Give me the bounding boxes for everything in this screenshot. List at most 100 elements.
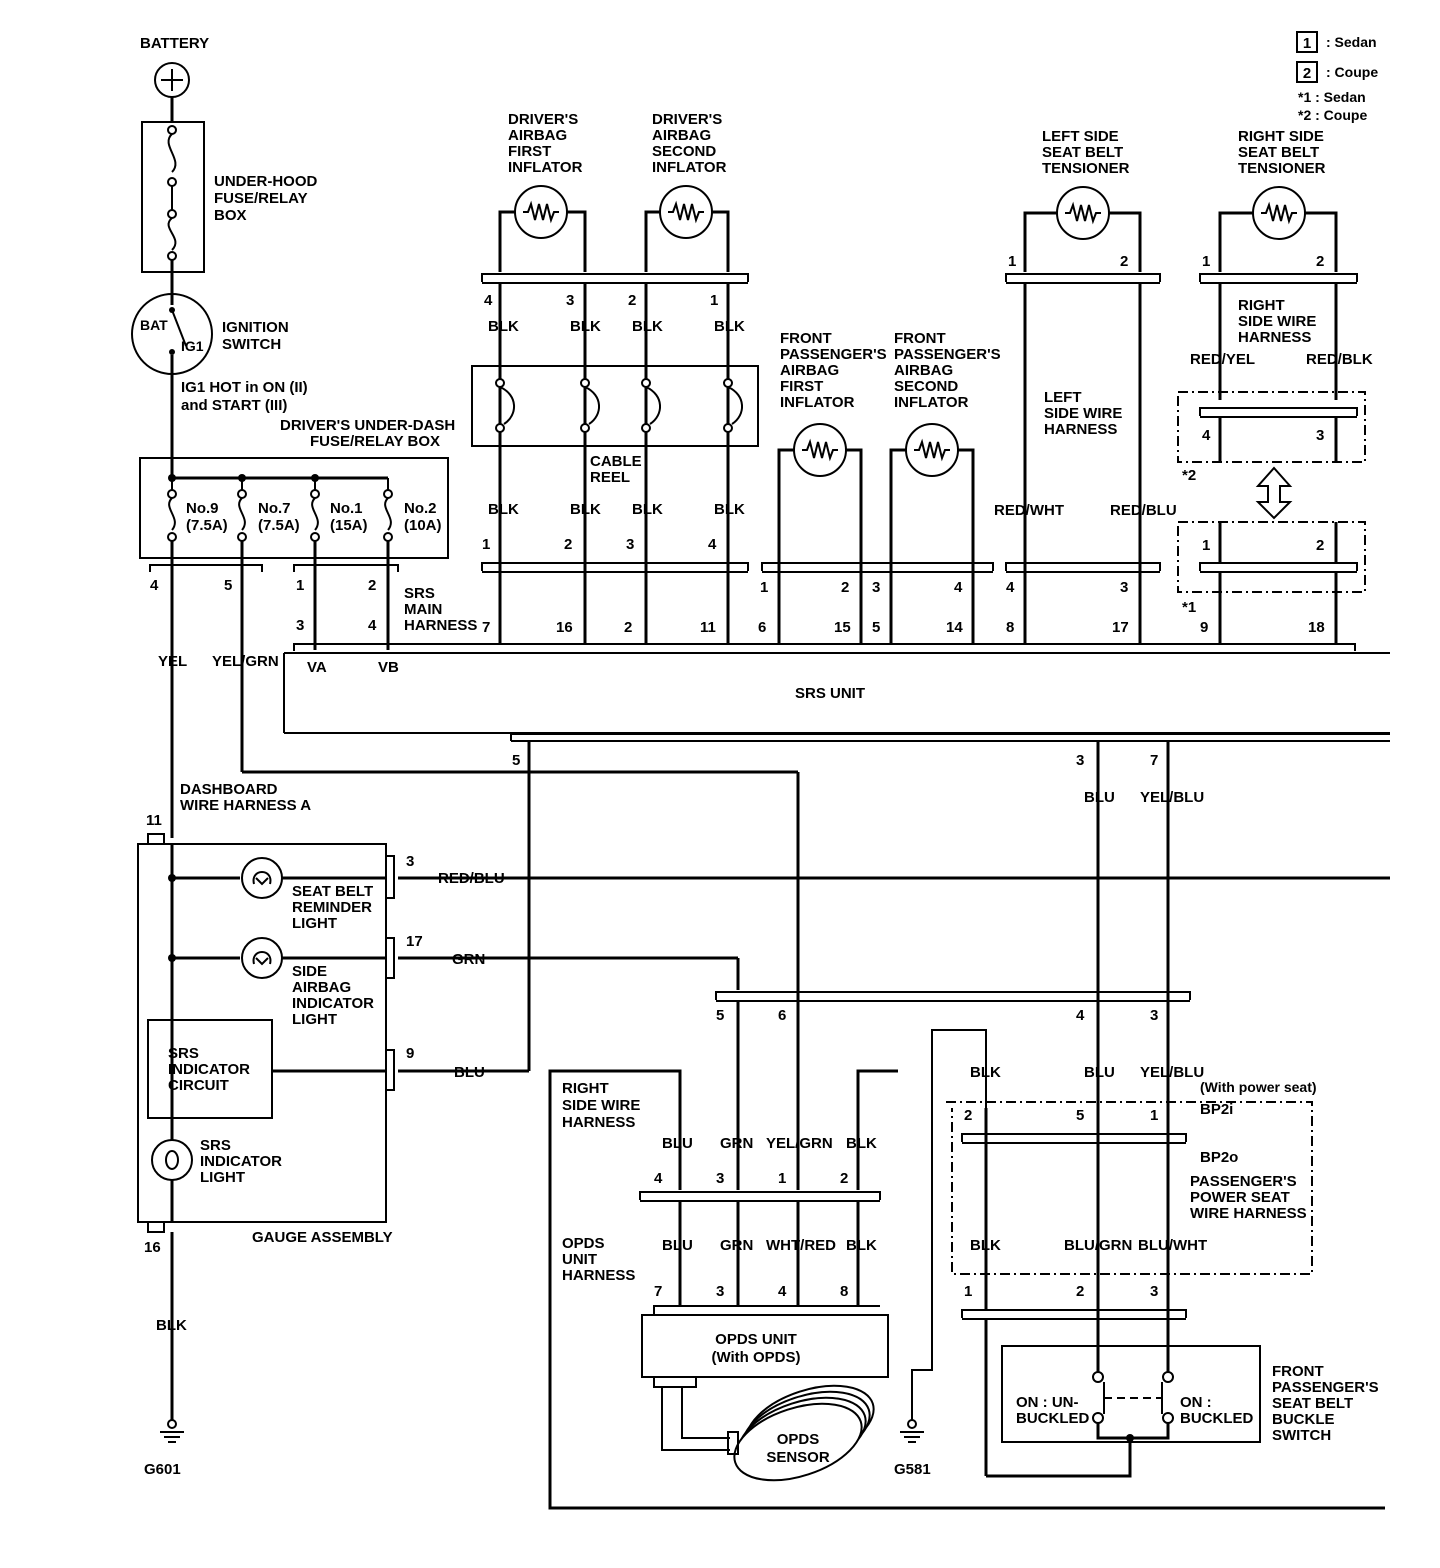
pin-3d: 3 [626, 536, 634, 553]
legend-box-1 [1296, 31, 1318, 53]
mid-connector [715, 991, 1191, 1000]
srs-indicator-light [151, 1139, 193, 1181]
wire-blk-7: BLK [632, 501, 663, 518]
rsw-harness-3: HARNESS [562, 1114, 635, 1131]
legend-box-2-label: : Coupe [1326, 64, 1378, 80]
opds-harness-2: UNIT [562, 1251, 597, 1268]
ig1-hot-2: and START (III) [181, 397, 287, 414]
wire-red-yel: RED/YEL [1190, 351, 1255, 368]
wire-blu-1: BLU [1084, 789, 1115, 806]
circuit-2: INDICATOR [168, 1061, 250, 1078]
pin-1d: 1 [482, 536, 490, 553]
wire-blk-8: BLK [714, 501, 745, 518]
pin-3h: 3 [1076, 752, 1084, 769]
fuse-no9 [167, 478, 177, 565]
pin-11a: 11 [700, 619, 716, 636]
pin-9b: 9 [406, 1045, 414, 1062]
wire-yel: YEL [158, 653, 187, 670]
srs-main-label-2: MAIN [404, 601, 442, 618]
pin-1f: 1 [1008, 253, 1016, 270]
wire-blk-2: BLK [570, 318, 601, 335]
with-power-seat: (With power seat) [1200, 1079, 1317, 1095]
buckle-label-4: BUCKLE [1272, 1411, 1335, 1428]
wire-blk-13: BLK [970, 1237, 1001, 1254]
pass-second-4: SECOND [894, 378, 958, 395]
ground-g581-icon [900, 1419, 924, 1443]
cable-reel [471, 365, 759, 447]
pin-1: 1 [296, 577, 304, 594]
wire-red-blu-1: RED/BLU [1110, 502, 1177, 519]
pin-14a: 14 [946, 619, 963, 636]
seatbelt-2: REMINDER [292, 899, 372, 916]
opds-harness-1: OPDS [562, 1235, 605, 1252]
pin-3: 3 [296, 617, 304, 634]
driver-second-inflator [644, 185, 730, 272]
wire-yel-blu-1: YEL/BLU [1140, 789, 1204, 806]
pin-8b: 8 [840, 1283, 848, 1300]
power-seat-3: WIRE HARNESS [1190, 1205, 1307, 1222]
ground-g581: G581 [894, 1461, 931, 1478]
pin-4j: 4 [778, 1283, 787, 1300]
buckle-label-3: SEAT BELT [1272, 1395, 1353, 1412]
dash-fuse-label-2: FUSE/RELAY BOX [310, 433, 440, 450]
wire-blu-grn: BLU/GRN [1064, 1237, 1132, 1254]
ignition-bat: BAT [140, 317, 168, 333]
pin-3e: 3 [872, 579, 880, 596]
fuse-no7-name: No.7 [258, 500, 291, 517]
opds-sensor-1: OPDS [777, 1431, 820, 1448]
pin-1k: 1 [964, 1283, 972, 1300]
driver-second-2: AIRBAG [652, 127, 711, 144]
srs-connector-top [293, 643, 1356, 651]
on-buckled-2: BUCKLED [1180, 1410, 1253, 1427]
pin-3g: 3 [1316, 427, 1324, 444]
srs-vb: VB [378, 659, 399, 676]
coupe-connector-box [1177, 391, 1366, 463]
opds-unit-2: (With OPDS) [711, 1349, 800, 1366]
on-unbuckled-2: BUCKLED [1016, 1410, 1089, 1427]
side-1: SIDE [292, 963, 327, 980]
cable-reel-1: CABLE [590, 453, 642, 470]
pin-7a: 7 [482, 619, 490, 636]
pin-2j: 2 [840, 1170, 848, 1187]
srs-light-1: SRS [200, 1137, 231, 1154]
bp2i: BP2i [1200, 1101, 1233, 1118]
pin-2l: 2 [1076, 1283, 1084, 1300]
driver-second-1: DRIVER'S [652, 111, 722, 128]
opds-sensor [727, 1384, 875, 1482]
sedan-star: *1 [1182, 599, 1196, 616]
fuse-no9-name: No.9 [186, 500, 219, 517]
ignition-label-2: SWITCH [222, 336, 281, 353]
fuse-icon [167, 217, 177, 251]
pass-first-3: AIRBAG [780, 362, 839, 379]
ig1-hot-1: IG1 HOT in ON (II) [181, 379, 308, 396]
pin-4h: 4 [1076, 1007, 1085, 1024]
opds-sensor-2: SENSOR [766, 1449, 830, 1466]
wire-red-blu-2: RED/BLU [438, 870, 505, 887]
opds-unit [641, 1314, 889, 1378]
pin-3c: 3 [566, 292, 574, 309]
driver-first-1: DRIVER'S [508, 111, 578, 128]
pass-first-5: INFLATOR [780, 394, 855, 411]
side-3: INDICATOR [292, 995, 374, 1012]
pin-1e: 1 [760, 579, 768, 596]
wire-wht-red: WHT/RED [766, 1237, 836, 1254]
pin-7c: 7 [654, 1283, 662, 1300]
wire-blu-wht: BLU/WHT [1138, 1237, 1207, 1254]
pin-5c: 5 [716, 1007, 724, 1024]
pin-2: 2 [368, 577, 376, 594]
coupe-star: *2 [1182, 467, 1196, 484]
legend-box-2-num: 2 [1303, 65, 1311, 82]
pass-first-inflator [777, 423, 863, 644]
dash-harness-1: DASHBOARD [180, 781, 278, 798]
left-tens-3: TENSIONER [1042, 160, 1130, 177]
pin-2h: 2 [1316, 253, 1324, 270]
pin-3k: 3 [716, 1170, 724, 1187]
wire-blk-12: BLK [970, 1064, 1001, 1081]
sedan-connector-box [1177, 521, 1366, 593]
wire-blk-6: BLK [570, 501, 601, 518]
pin-2c: 2 [628, 292, 636, 309]
fuse-no2 [383, 478, 393, 565]
wire-blk-4: BLK [714, 318, 745, 335]
pass-second-1: FRONT [894, 330, 946, 347]
legend-star-1: *1 : Sedan [1298, 89, 1366, 105]
